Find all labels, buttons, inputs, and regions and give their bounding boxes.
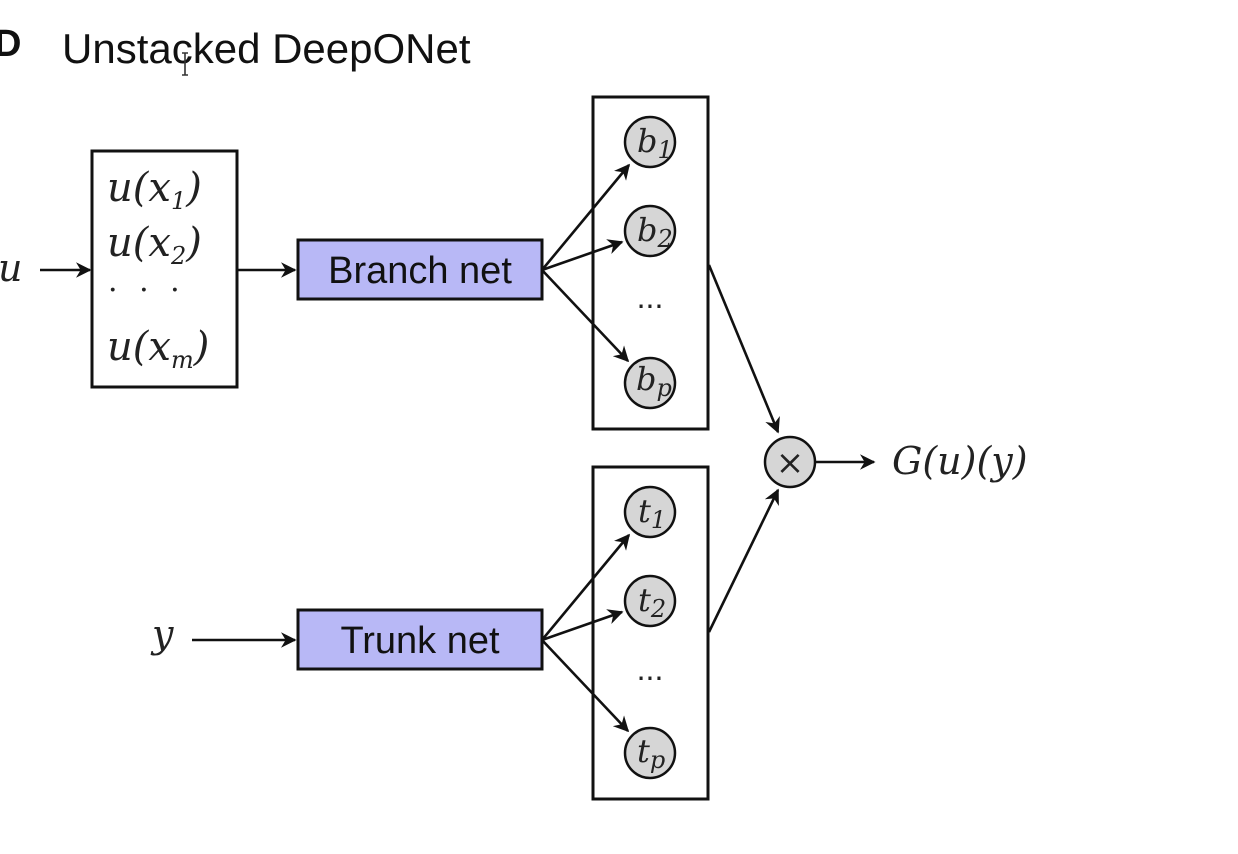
branch-node-b2 — [623, 204, 677, 258]
branch-ellipsis: ... — [637, 279, 664, 315]
product-node — [763, 435, 817, 489]
arrow-trunk-to-t2 — [541, 609, 624, 642]
arrow-branch-to-b2 — [541, 239, 624, 272]
branch-node-b1 — [623, 115, 677, 169]
trunk-node-t1 — [623, 485, 677, 539]
trunk-node-t1-label: t1 — [638, 492, 666, 534]
trunk-node-tp — [623, 726, 677, 780]
branch-node-b2-label: b2 — [637, 211, 673, 253]
arrow-trunk-outputs-to-product — [707, 488, 780, 633]
arrow-trunk-to-tp — [541, 639, 630, 733]
trunk-ellipsis: ... — [637, 651, 664, 687]
sensor-ellipsis: · · · — [108, 273, 186, 308]
branch-node-b1-label: b1 — [637, 122, 673, 164]
arrow-branch-to-b1 — [540, 163, 631, 271]
output-label: G(u)(y) — [892, 439, 1028, 483]
trunk-net-label: Trunk net — [340, 620, 500, 662]
branch-net-label: Branch net — [328, 250, 512, 292]
panel-letter: D — [0, 23, 21, 65]
trunk-node-tp-label: tp — [637, 732, 665, 774]
multiply-icon: × — [776, 443, 805, 483]
sensor-value-1: u(x1) — [107, 165, 202, 215]
arrow-branch-outputs-to-product — [707, 264, 780, 434]
trunk-node-t2 — [623, 574, 677, 628]
sensor-value-m: u(xm) — [107, 324, 209, 374]
sensor-value-2: u(x2) — [107, 220, 202, 270]
trunk-net-box — [296, 608, 544, 671]
branch-node-bp-label: bp — [636, 360, 672, 402]
arrow-branch-to-bp — [541, 269, 630, 363]
sensor-box — [90, 149, 239, 389]
trunk-node-t2-label: t2 — [638, 581, 666, 623]
diagram-title: Unstacked DeepONet — [62, 25, 471, 72]
input-u-symbol: u — [0, 246, 22, 290]
arrow-trunk-to-t1 — [540, 533, 631, 641]
input-y-symbol: y — [150, 612, 174, 656]
text-cursor-icon — [182, 52, 188, 76]
branch-node-bp — [623, 356, 677, 410]
